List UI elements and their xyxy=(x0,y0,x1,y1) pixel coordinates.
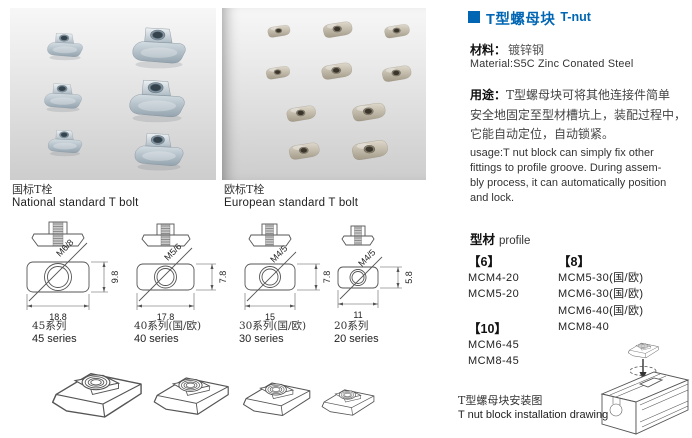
series-40-zh: 40系列(国/欧) xyxy=(134,320,202,332)
page-title-zh: T型螺母块 xyxy=(486,12,556,28)
material-value: 镀锌钢 xyxy=(508,43,545,57)
profile-heading-zh: 型材 xyxy=(470,232,496,247)
part-number: MCM6-45 xyxy=(468,338,520,351)
series-label-40: 40系列(国/欧) 40 series xyxy=(134,320,201,346)
usage-en-line-2: fittings to profile groove. During assem… xyxy=(470,162,662,174)
national-caption-zh: 国标T栓 xyxy=(12,183,53,196)
width-dimension: 17.8 xyxy=(157,312,175,322)
iso-drawing-40 xyxy=(153,377,229,415)
european-caption-en: European standard T bolt xyxy=(224,196,359,209)
installation-drawing xyxy=(600,342,690,435)
series-label-45: 45系列 45 series xyxy=(32,320,77,346)
national-photo-caption: 国标T栓 National standard T bolt xyxy=(12,183,138,210)
group-10-header: 【10】 xyxy=(468,321,507,336)
national-caption-en: National standard T bolt xyxy=(12,196,139,209)
part-number: MCM5-20 xyxy=(468,288,520,301)
installation-caption-en: T nut block installation drawing xyxy=(458,409,609,421)
usage-paragraph-en: usage:T nut block can simply fix other f… xyxy=(470,146,692,206)
material-line-zh: 材料：镀锌钢 xyxy=(470,41,544,58)
series-40-en: 40 series xyxy=(134,333,179,345)
group-spacer xyxy=(468,303,560,321)
part-number: MCM6-40(国/欧) xyxy=(558,304,644,317)
usage-line-2: 安全地固定至型材槽坑上，装配过程中， xyxy=(470,107,687,122)
usage-en-line-4: and lock. xyxy=(470,192,515,204)
page-title: T型螺母块 T-nut xyxy=(468,8,591,29)
national-tnut-photo-art xyxy=(44,27,186,171)
iso-drawing-45 xyxy=(51,372,142,418)
tech-drawing-30-series: M4/5 15 7.8 xyxy=(244,223,332,322)
width-dimension: 11 xyxy=(353,310,362,320)
profile-column-2: 【8】 MCM5-30(国/欧) MCM6-30(国/欧) MCM6-40(国/… xyxy=(558,254,692,335)
european-photo-caption: 欧标T栓 European standard T bolt xyxy=(224,183,358,210)
height-dimension: 7.8 xyxy=(322,271,332,284)
series-45-zh: 45系列 xyxy=(32,320,67,332)
series-20-en: 20 series xyxy=(334,333,379,345)
usage-en-line-3: bly process, it can automatically positi… xyxy=(470,177,667,189)
usage-line-3: 它能自动定位，自动锁紧。 xyxy=(470,127,615,141)
photo-european-standard xyxy=(222,8,426,180)
title-bullet-icon xyxy=(468,11,480,23)
tech-drawing-40-series: M5/6 17.8 7.8 xyxy=(136,223,228,322)
iso-drawing-30 xyxy=(242,382,311,417)
series-30-zh: 30系列(国/欧) xyxy=(239,320,307,332)
material-label: 材料： xyxy=(470,43,507,57)
width-dimension: 18.8 xyxy=(49,312,67,322)
height-dimension: 5.8 xyxy=(404,271,414,284)
series-label-30: 30系列(国/欧) 30 series xyxy=(239,320,306,346)
part-number: MCM8-40 xyxy=(558,320,610,333)
tech-drawing-45-series: M6/8 18.8 9.8 xyxy=(26,221,120,322)
usage-line-1: 用途：T型螺母块可将其他连接件简单 xyxy=(470,88,671,102)
installation-caption: T型螺母块安装图 T nut block installation drawin… xyxy=(458,394,608,422)
european-caption-zh: 欧标T栓 xyxy=(224,183,265,196)
group-8-header: 【8】 xyxy=(558,255,590,269)
part-number: MCM5-30(国/欧) xyxy=(558,272,644,285)
photo-national-standard xyxy=(10,8,216,180)
height-dimension: 7.8 xyxy=(218,271,228,284)
width-dimension: 15 xyxy=(265,312,275,322)
installation-caption-zh: T型螺母块安装图 xyxy=(458,394,543,407)
series-label-20: 20系列 20 series xyxy=(334,320,379,346)
profile-column-1: 【6】 MCM4-20 MCM5-20 【10】 MCM6-45 MCM8-45 xyxy=(468,254,560,369)
usage-paragraph-zh: 用途：T型螺母块可将其他连接件简单 安全地固定至型材槽坑上，装配过程中， 它能自… xyxy=(470,86,692,145)
part-number: MCM4-20 xyxy=(468,272,520,285)
material-line-en: Material:S5C Zinc Conated Steel xyxy=(470,58,634,70)
part-number: MCM6-30(国/欧) xyxy=(558,288,644,301)
series-20-zh: 20系列 xyxy=(334,320,369,332)
usage-label: 用途： xyxy=(470,88,507,102)
tech-drawing-20-series: M4/5 11 5.8 xyxy=(337,225,414,320)
profile-heading-en: profile xyxy=(499,235,531,247)
usage-en-line-1: usage:T nut block can simply fix other xyxy=(470,147,654,159)
series-30-en: 30 series xyxy=(239,333,284,345)
group-6-header: 【6】 xyxy=(468,255,500,269)
iso-drawing-20 xyxy=(321,389,375,416)
height-dimension: 9.8 xyxy=(110,271,120,284)
part-number: MCM8-45 xyxy=(468,355,520,368)
european-tnut-photo-art xyxy=(265,21,412,161)
series-45-en: 45 series xyxy=(32,333,77,345)
page-title-en: T-nut xyxy=(560,10,591,24)
